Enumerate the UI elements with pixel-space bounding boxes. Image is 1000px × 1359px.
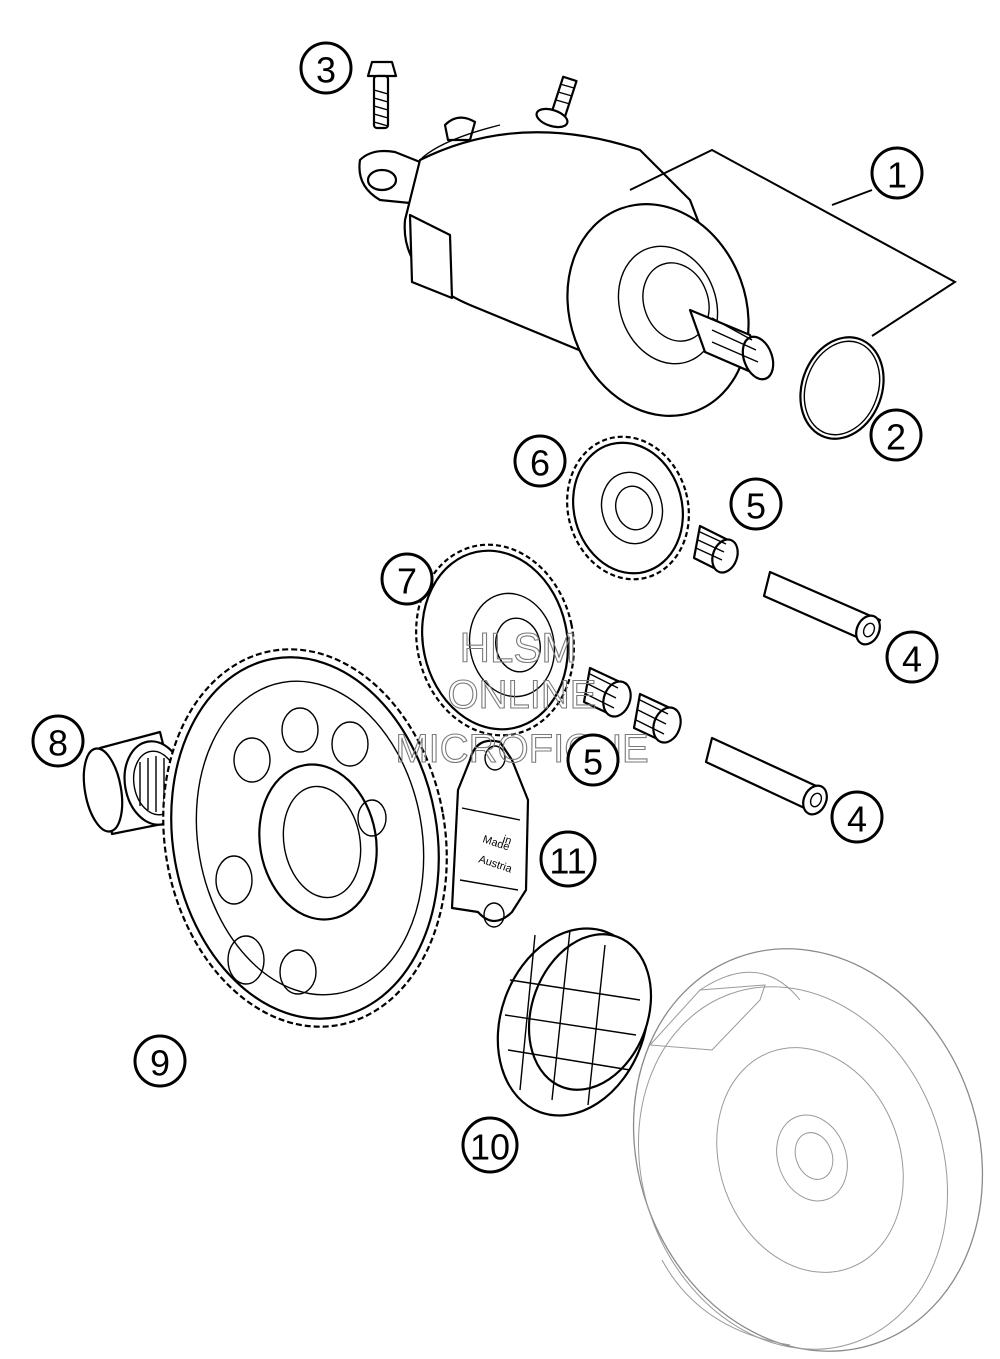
callout-number: 3	[316, 50, 336, 91]
callout-5-upper: 5	[729, 477, 783, 531]
callout-3: 3	[299, 41, 353, 95]
callout-number: 10	[470, 1127, 510, 1168]
needle-bearing-lower-1	[582, 666, 632, 718]
leader-line-1	[629, 148, 957, 337]
callout-7: 7	[380, 552, 434, 606]
callout-number: 4	[902, 639, 922, 680]
starter-motor	[358, 75, 775, 417]
callout-number: 5	[583, 742, 603, 783]
callout-8: 8	[31, 714, 85, 768]
callout-number: 7	[397, 561, 417, 602]
callout-number: 11	[549, 841, 586, 882]
callout-number: 8	[48, 723, 68, 764]
bolt	[366, 60, 398, 130]
watermark-line-1: HLSM	[460, 624, 577, 671]
callout-number: 6	[530, 443, 550, 484]
callout-number: 5	[746, 486, 766, 527]
callout-6: 6	[513, 434, 567, 488]
needle-bearing-upper	[692, 524, 739, 574]
freewheel-bracket: Made in Austria	[450, 739, 530, 928]
stamp-line-2: in	[501, 833, 513, 847]
callout-1: 1	[870, 146, 924, 200]
o-ring	[799, 336, 885, 440]
callout-number: 9	[150, 1043, 170, 1084]
callout-10: 10	[461, 1116, 519, 1174]
starter-gear-large	[162, 648, 448, 1028]
callout-5-lower: 5	[566, 733, 620, 787]
callout-number: 4	[847, 799, 867, 840]
intermediate-gear-small	[566, 435, 690, 581]
intermediate-gear-large	[415, 543, 575, 737]
flywheel-ghost	[632, 948, 984, 1352]
callout-11: 11	[539, 830, 597, 888]
freewheel-ring	[496, 927, 653, 1117]
callout-4-lower: 4	[830, 790, 884, 844]
shaft-lower	[704, 736, 828, 816]
needle-bearing-lower-2	[632, 692, 682, 744]
callout-number: 2	[886, 417, 906, 458]
callout-9: 9	[133, 1034, 187, 1088]
shaft-upper	[762, 570, 882, 646]
callout-2: 2	[869, 408, 923, 462]
watermark-line-2: ONLINE	[448, 673, 597, 717]
callout-4-upper: 4	[885, 630, 939, 684]
callout-number: 1	[887, 155, 907, 196]
